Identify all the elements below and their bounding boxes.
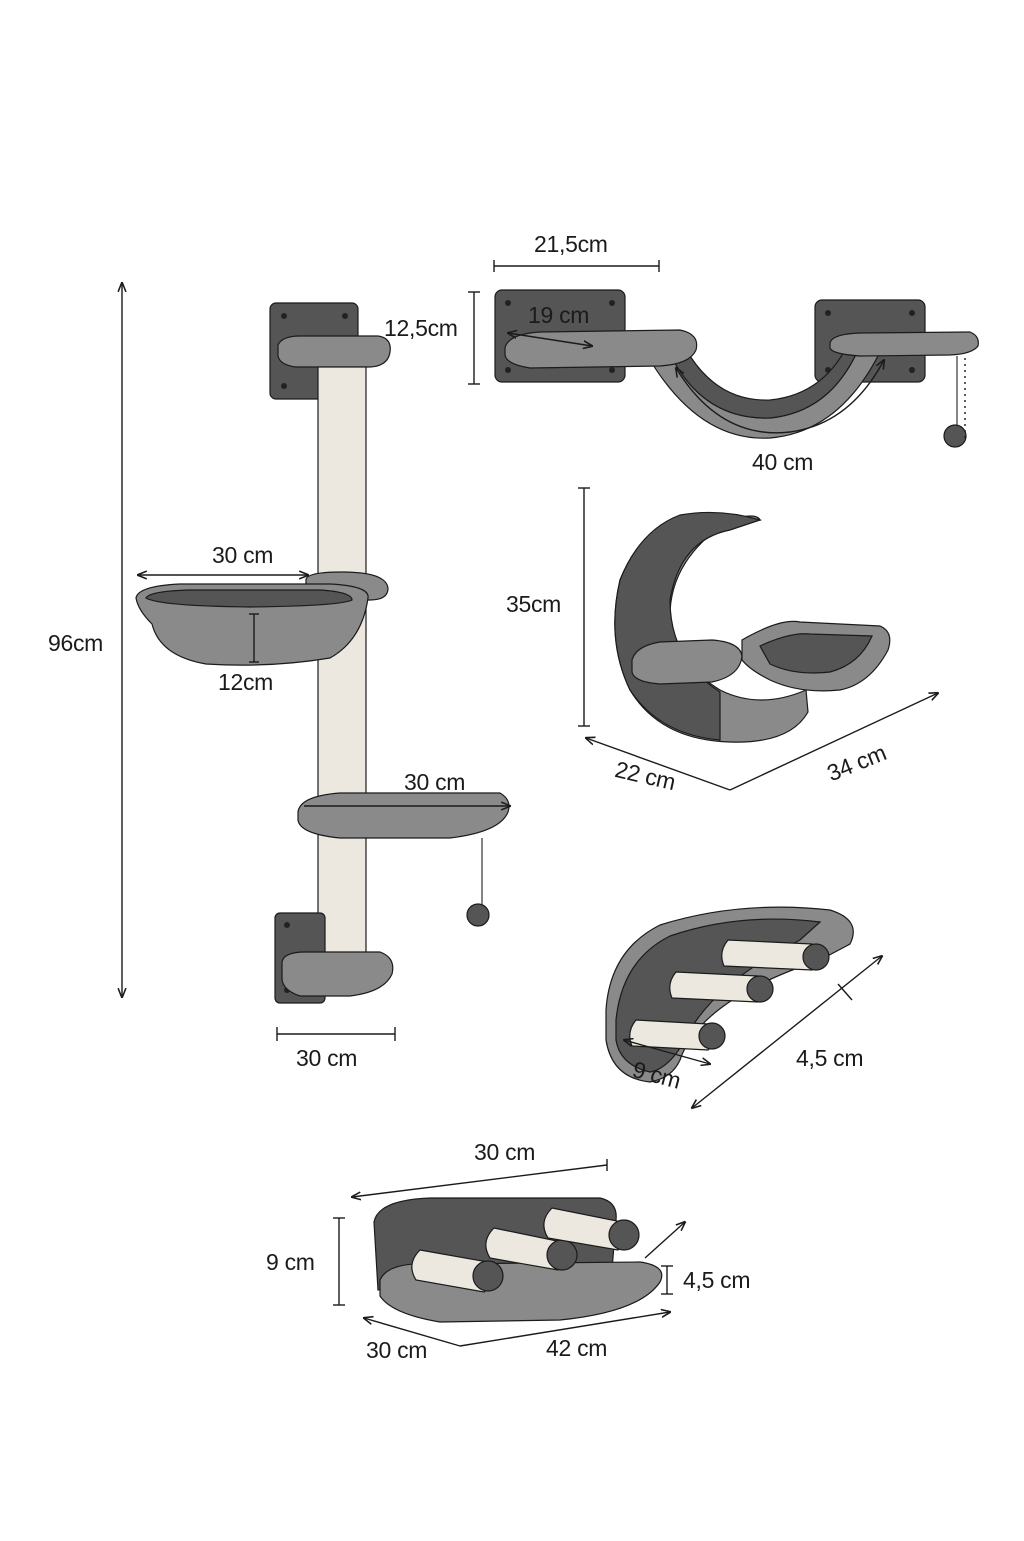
steps-length-label: 4,5 cm (796, 1045, 864, 1071)
cave-cushion (631, 639, 743, 685)
scratcher-post-diameter-label: 4,5 cm (683, 1267, 751, 1293)
bridge-plate-height-label: 12,5cm (384, 315, 458, 341)
cave-height-label: 35cm (506, 591, 562, 617)
sisal-post (317, 366, 367, 960)
lower-shelf (297, 792, 510, 839)
bridge-platform-depth-label: 19 cm (528, 302, 590, 328)
scratcher-width-label: 30 cm (474, 1139, 536, 1165)
bridge-ball-toy (943, 424, 967, 448)
scratcher-height-label: 9 cm (266, 1249, 315, 1275)
tower-base-width-label: 30 cm (296, 1045, 358, 1071)
bridge-span-label: 40 cm (752, 449, 814, 475)
dimension-lines (122, 260, 966, 1347)
wall-tower (135, 302, 510, 1004)
sisal-post (669, 971, 774, 1003)
left-bridge-platform (504, 329, 698, 369)
sisal-post (543, 1207, 640, 1251)
hammock-bridge (494, 289, 979, 448)
scratcher-length-label: 42 cm (546, 1335, 608, 1361)
bridge-plate-width-label: 21,5cm (534, 231, 608, 257)
sisal-post (411, 1249, 504, 1293)
bowl-bed (135, 583, 369, 666)
tower-lower-shelf-width-label: 30 cm (404, 769, 466, 795)
scratcher-shelf (373, 1197, 663, 1323)
tower-height-label: 96cm (48, 630, 104, 656)
tower-bowl-width-label: 30 cm (212, 542, 274, 568)
cave-bed (614, 511, 891, 743)
dangling-ball-toy (466, 903, 490, 927)
sisal-post (485, 1227, 578, 1271)
scratcher-depth-label: 30 cm (366, 1337, 428, 1363)
sisal-post (721, 939, 830, 971)
top-shelf (277, 335, 391, 368)
right-bridge-platform (829, 331, 979, 357)
base-step (281, 951, 394, 997)
tower-bowl-depth-label: 12cm (218, 669, 274, 695)
